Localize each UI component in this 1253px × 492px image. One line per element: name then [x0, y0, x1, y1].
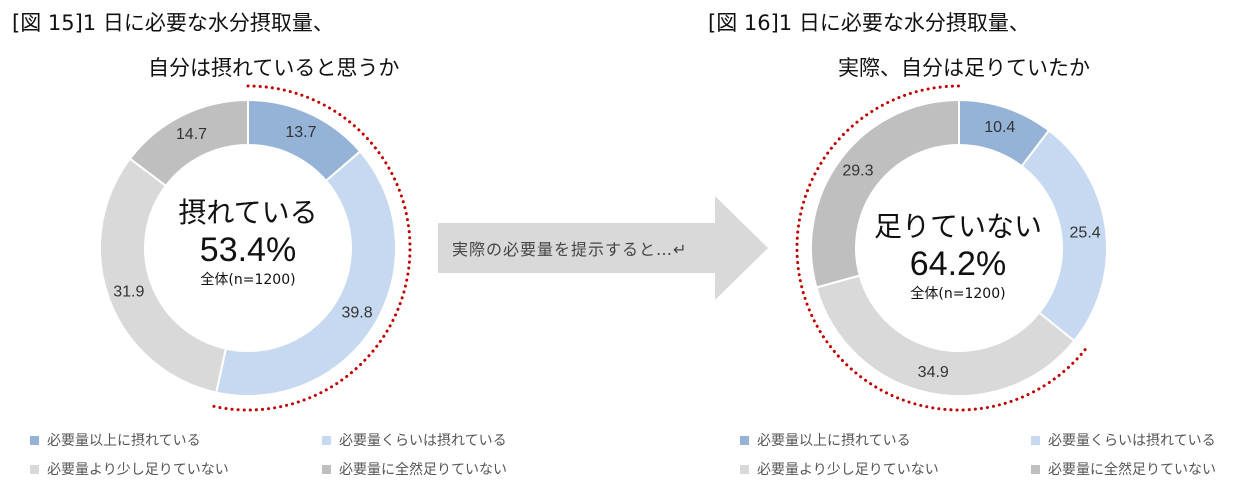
legend-item: 必要量くらいは摂れている: [1031, 430, 1216, 450]
fig15-data-label-1: 13.7: [285, 124, 316, 141]
fig16-title-line1: [図 16]1 日に必要な水分摂取量、: [708, 11, 1030, 35]
legend-label: 必要量に全然足りていない: [339, 462, 507, 478]
legend-label: 必要量以上に摂れている: [757, 433, 911, 449]
legend-label: 必要量より少し足りていない: [47, 462, 229, 478]
fig16-center-label: 足りていない 64.2% 全体(n=1200): [838, 210, 1078, 304]
legend-swatch: [740, 435, 749, 445]
fig16-center-value: 64.2%: [909, 245, 1007, 283]
legend-label: 必要量以上に摂れている: [47, 433, 201, 449]
fig16-title-line2: 実際、自分は足りていたか: [838, 56, 1090, 80]
fig16-center-sub: 全体(n=1200): [910, 286, 1006, 302]
fig15-slice-3: [99, 157, 228, 394]
arrow-caption: 実際の必要量を提示すると…↵: [452, 240, 688, 259]
fig16-data-label-2: 25.4: [1070, 224, 1101, 241]
legend-item: 必要量以上に摂れている: [740, 430, 911, 450]
legend-swatch: [1031, 464, 1040, 474]
fig16-data-label-3: 34.9: [918, 364, 949, 381]
legend-swatch: [740, 464, 749, 474]
fig16-data-label-4: 29.3: [842, 163, 873, 180]
legend-item: 必要量より少し足りていない: [30, 459, 229, 479]
legend-label: 必要量より少し足りていない: [757, 462, 939, 478]
legend-item: 必要量以上に摂れている: [30, 430, 201, 450]
fig15-center-value: 53.4%: [199, 231, 297, 269]
fig15-data-label-2: 39.8: [341, 305, 372, 322]
legend-label: 必要量に全然足りていない: [1048, 462, 1216, 478]
fig15-center-label: 摂れている 53.4% 全体(n=1200): [128, 196, 368, 290]
fig16-center-head: 足りていない: [873, 210, 1042, 243]
legend-item: 必要量より少し足りていない: [740, 459, 939, 479]
fig15-slice-4: [128, 98, 249, 188]
legend-label: 必要量くらいは摂れている: [339, 433, 507, 449]
right-arrow-icon: [438, 196, 768, 300]
fig15-title-line1: [図 15]1 日に必要な水分摂取量、: [12, 11, 334, 35]
legend-swatch: [322, 435, 331, 445]
fig16-slice-4: [810, 98, 960, 289]
fig15-data-label-4: 14.7: [176, 126, 207, 143]
legend-item: 必要量に全然足りていない: [1031, 459, 1216, 479]
fig15-center-sub: 全体(n=1200): [200, 272, 296, 288]
legend-swatch: [1031, 435, 1040, 445]
fig15-slice-2: [215, 150, 397, 397]
legend-swatch: [30, 464, 39, 474]
fig16-slice-3: [815, 274, 1076, 397]
legend-item: 必要量くらいは摂れている: [322, 430, 507, 450]
legend-label: 必要量くらいは摂れている: [1048, 433, 1216, 449]
legend-swatch: [322, 464, 331, 474]
fig16-data-label-1: 10.4: [984, 119, 1015, 136]
legend-item: 必要量に全然足りていない: [322, 459, 507, 479]
fig15-title-line2: 自分は摂れていると思うか: [148, 56, 400, 80]
fig15-center-head: 摂れている: [178, 196, 318, 229]
legend-swatch: [30, 435, 39, 445]
fig15-data-label-3: 31.9: [113, 283, 144, 300]
